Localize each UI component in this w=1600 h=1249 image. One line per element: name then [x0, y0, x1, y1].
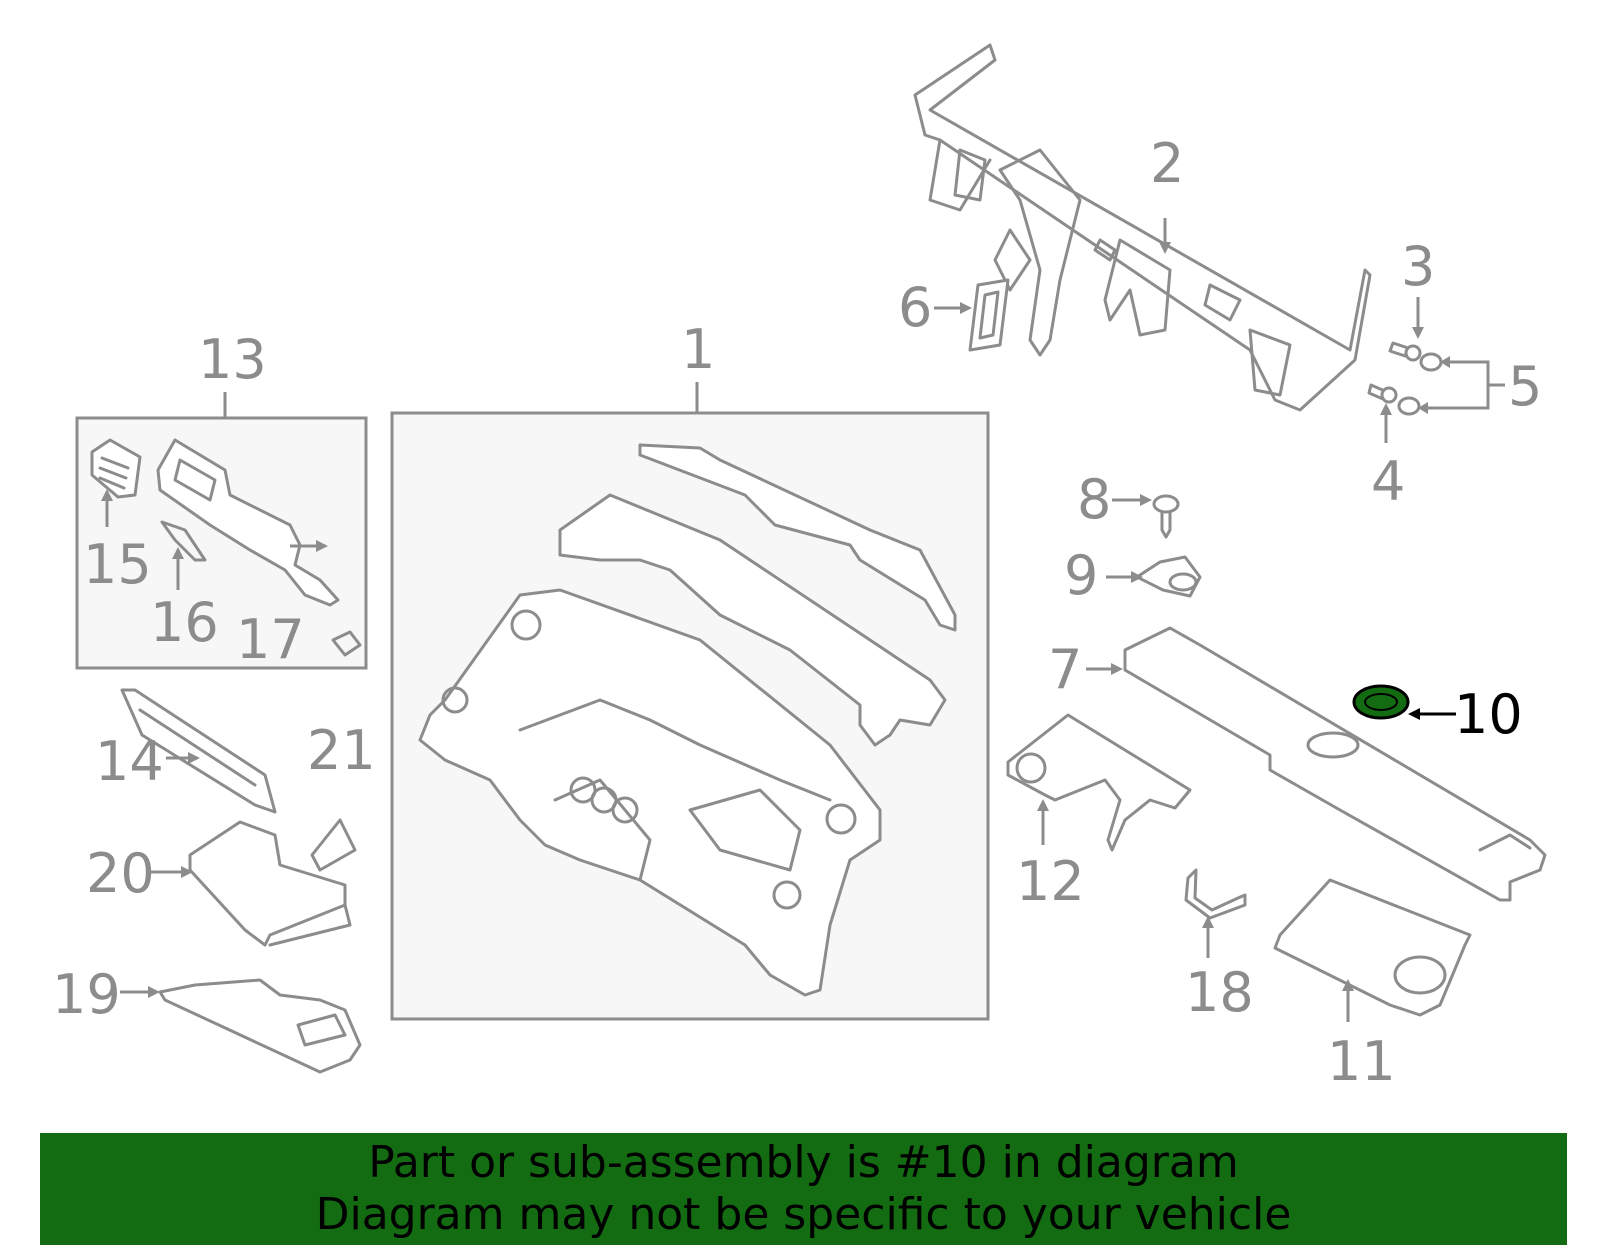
part-11-glovebox[interactable]: [1273, 878, 1472, 1017]
part-3-bolt[interactable]: [1388, 341, 1422, 362]
part-1-instrument-panel[interactable]: [418, 443, 957, 997]
part-12-vent-bezel[interactable]: [1006, 713, 1192, 852]
label-6: 6: [898, 276, 932, 339]
label-12: 12: [1016, 850, 1085, 913]
part-20-duct[interactable]: [188, 820, 352, 947]
part-16-clip[interactable]: [160, 520, 207, 562]
part-17-clip[interactable]: [331, 630, 362, 657]
label-3: 3: [1401, 235, 1435, 298]
part-21-bracket[interactable]: [310, 818, 357, 872]
label-21: 21: [307, 719, 376, 782]
part-8-screw[interactable]: [1152, 494, 1180, 539]
part-7-upper-panel[interactable]: [1123, 626, 1547, 902]
notice-line-2: Diagram may not be specific to your vehi…: [315, 1189, 1292, 1240]
label-10: 10: [1454, 683, 1523, 746]
part-18-bracket[interactable]: [1184, 868, 1247, 920]
part-14-panel[interactable]: [120, 688, 277, 814]
label-5: 5: [1508, 355, 1542, 418]
leader-10: [1408, 708, 1456, 720]
label-20: 20: [86, 842, 155, 905]
label-17: 17: [236, 608, 305, 671]
part-15-vent[interactable]: [90, 438, 142, 499]
notice-banner: Part or sub-assembly is #10 in diagram D…: [40, 1133, 1567, 1245]
part-4-bolt[interactable]: [1367, 383, 1398, 404]
label-7: 7: [1048, 638, 1082, 701]
label-1: 1: [681, 318, 715, 381]
part-13-lower-panel[interactable]: [156, 438, 340, 607]
part-9-clip[interactable]: [1135, 555, 1202, 598]
label-2: 2: [1150, 132, 1184, 195]
label-8: 8: [1077, 468, 1111, 531]
label-18: 18: [1185, 961, 1254, 1024]
label-13: 13: [198, 328, 267, 391]
part-6-bracket[interactable]: [968, 278, 1010, 352]
label-9: 9: [1064, 544, 1098, 607]
label-11: 11: [1327, 1030, 1396, 1093]
part-19-knee-panel[interactable]: [158, 978, 362, 1074]
notice-line-1: Part or sub-assembly is #10 in diagram: [368, 1137, 1239, 1188]
label-4: 4: [1371, 450, 1405, 513]
part-10-grommet[interactable]: [1352, 684, 1410, 720]
part-5-nuts[interactable]: [1397, 352, 1443, 416]
label-16: 16: [150, 591, 219, 654]
label-15: 15: [83, 533, 152, 596]
label-19: 19: [52, 963, 121, 1026]
leader-lines: [101, 218, 1505, 1022]
label-14: 14: [95, 730, 164, 793]
part-2-cross-car-beam[interactable]: [913, 43, 1372, 412]
